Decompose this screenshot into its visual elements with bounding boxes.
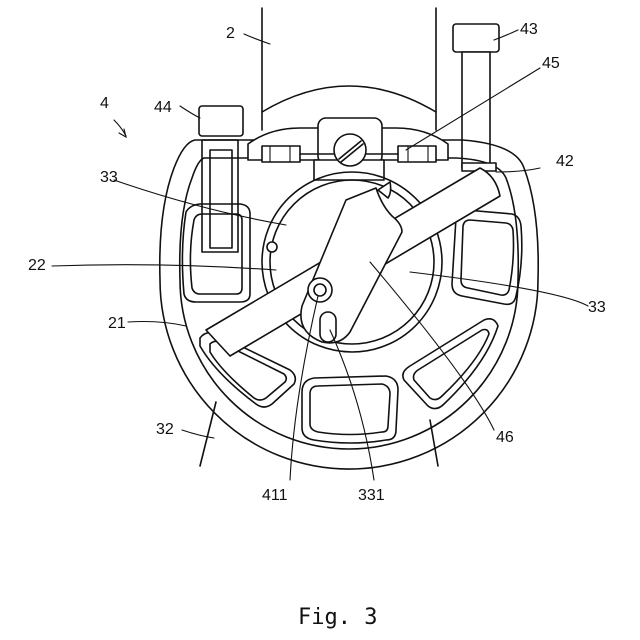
label-4: 4 [100, 95, 109, 112]
legs-32 [200, 402, 438, 466]
label-45: 45 [542, 55, 560, 72]
leader-lines [52, 30, 588, 480]
label-46: 46 [496, 429, 514, 446]
figure-caption: Fig. 3 [298, 605, 377, 630]
label-22: 22 [28, 257, 46, 274]
label-2: 2 [226, 25, 235, 42]
vertical-member [262, 8, 436, 130]
label-21: 21 [108, 315, 126, 332]
top-bracket [248, 118, 496, 180]
label-331: 331 [358, 487, 385, 504]
label-32: 32 [156, 421, 174, 438]
arm-46 [301, 182, 402, 343]
label-42: 42 [556, 153, 574, 170]
label-44: 44 [154, 99, 172, 116]
label-33-top: 33 [100, 169, 118, 186]
label-43: 43 [520, 21, 538, 38]
post-44 [199, 106, 243, 252]
post-43 [453, 24, 499, 168]
label-33-right: 33 [588, 299, 606, 316]
label-411: 411 [262, 487, 288, 504]
